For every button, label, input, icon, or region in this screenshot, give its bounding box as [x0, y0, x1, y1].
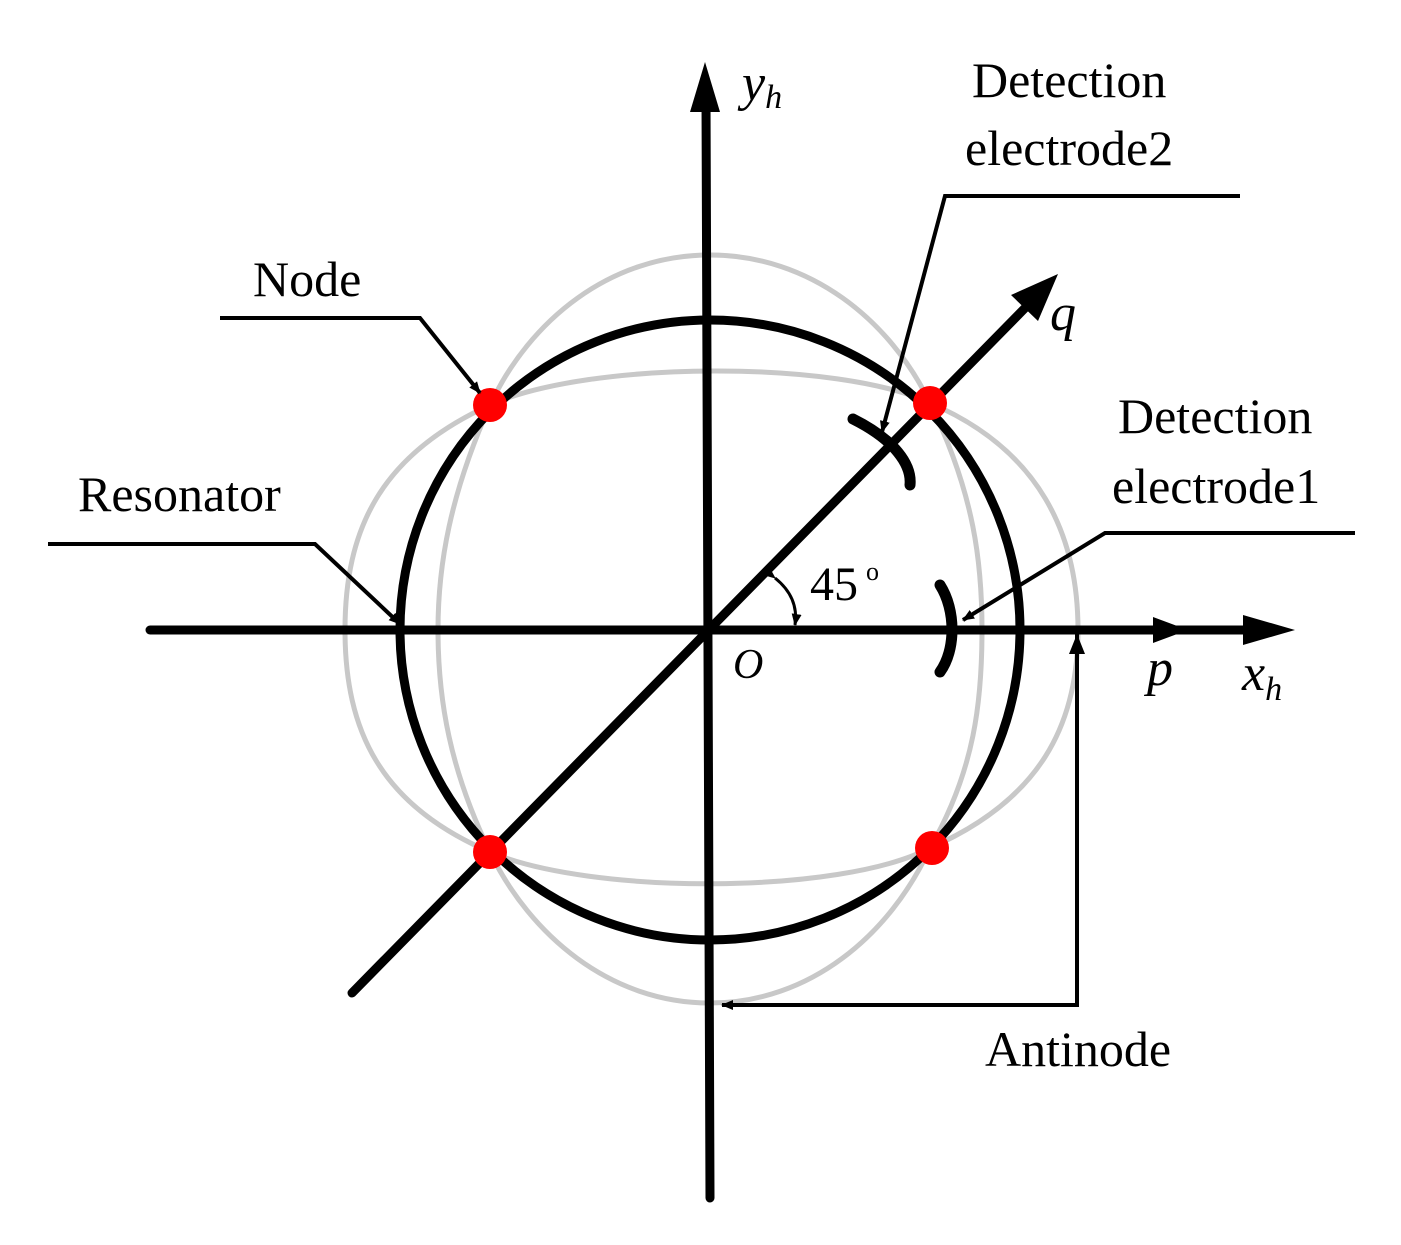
q-axis-arrowhead: [1011, 274, 1058, 321]
axes-group: [145, 95, 1260, 1203]
y-axis-line: [701, 95, 715, 1203]
y-axis-label: yh: [737, 55, 782, 116]
resonator-leader: [48, 542, 402, 626]
resonator-label: Resonator: [78, 466, 281, 522]
node-top-left: [473, 388, 507, 422]
detection-electrode1-label-line2: electrode1: [1112, 458, 1320, 514]
antinode-leader: [721, 633, 1079, 1010]
p-axis-arrowhead: [1153, 617, 1188, 643]
angle-degree-label: o: [866, 557, 879, 586]
node-markers: [473, 386, 949, 869]
detection-electrode1-label-line1: Detection: [1118, 388, 1312, 444]
leader-lines: [48, 194, 1355, 1010]
node-top-right: [913, 386, 947, 420]
detection-electrode2-label-line1: Detection: [972, 52, 1166, 108]
detection-electrode1-leader: [961, 531, 1355, 622]
antinode-label: Antinode: [985, 1021, 1171, 1077]
angle-arc: [763, 567, 802, 626]
x-axis-label-sub: h: [1265, 671, 1282, 708]
node-label: Node: [253, 251, 361, 307]
q-axis-label: q: [1050, 285, 1076, 342]
origin-label: O: [733, 642, 763, 688]
y-axis-label-sub: h: [765, 79, 782, 116]
y-axis-label-main: y: [737, 55, 766, 112]
antinode-up-arrowhead: [1069, 634, 1085, 654]
detection-electrode-2: [847, 413, 916, 491]
node-bottom-right: [915, 831, 949, 865]
detection-electrode2-label-line2: electrode2: [965, 120, 1173, 176]
y-axis-arrowhead: [690, 62, 720, 112]
x-axis-label: xh: [1241, 645, 1282, 708]
detection-electrode2-leader: [880, 194, 1240, 433]
p-axis-label: p: [1143, 640, 1173, 697]
angle-value-label: 45: [810, 558, 858, 611]
detection-electrode-1: [934, 579, 958, 678]
x-axis-label-main: x: [1241, 645, 1265, 702]
node-bottom-left: [473, 835, 507, 869]
x-axis-arrowhead: [1243, 615, 1295, 645]
q-axis-line: [347, 301, 1032, 998]
node-leader: [220, 316, 482, 395]
